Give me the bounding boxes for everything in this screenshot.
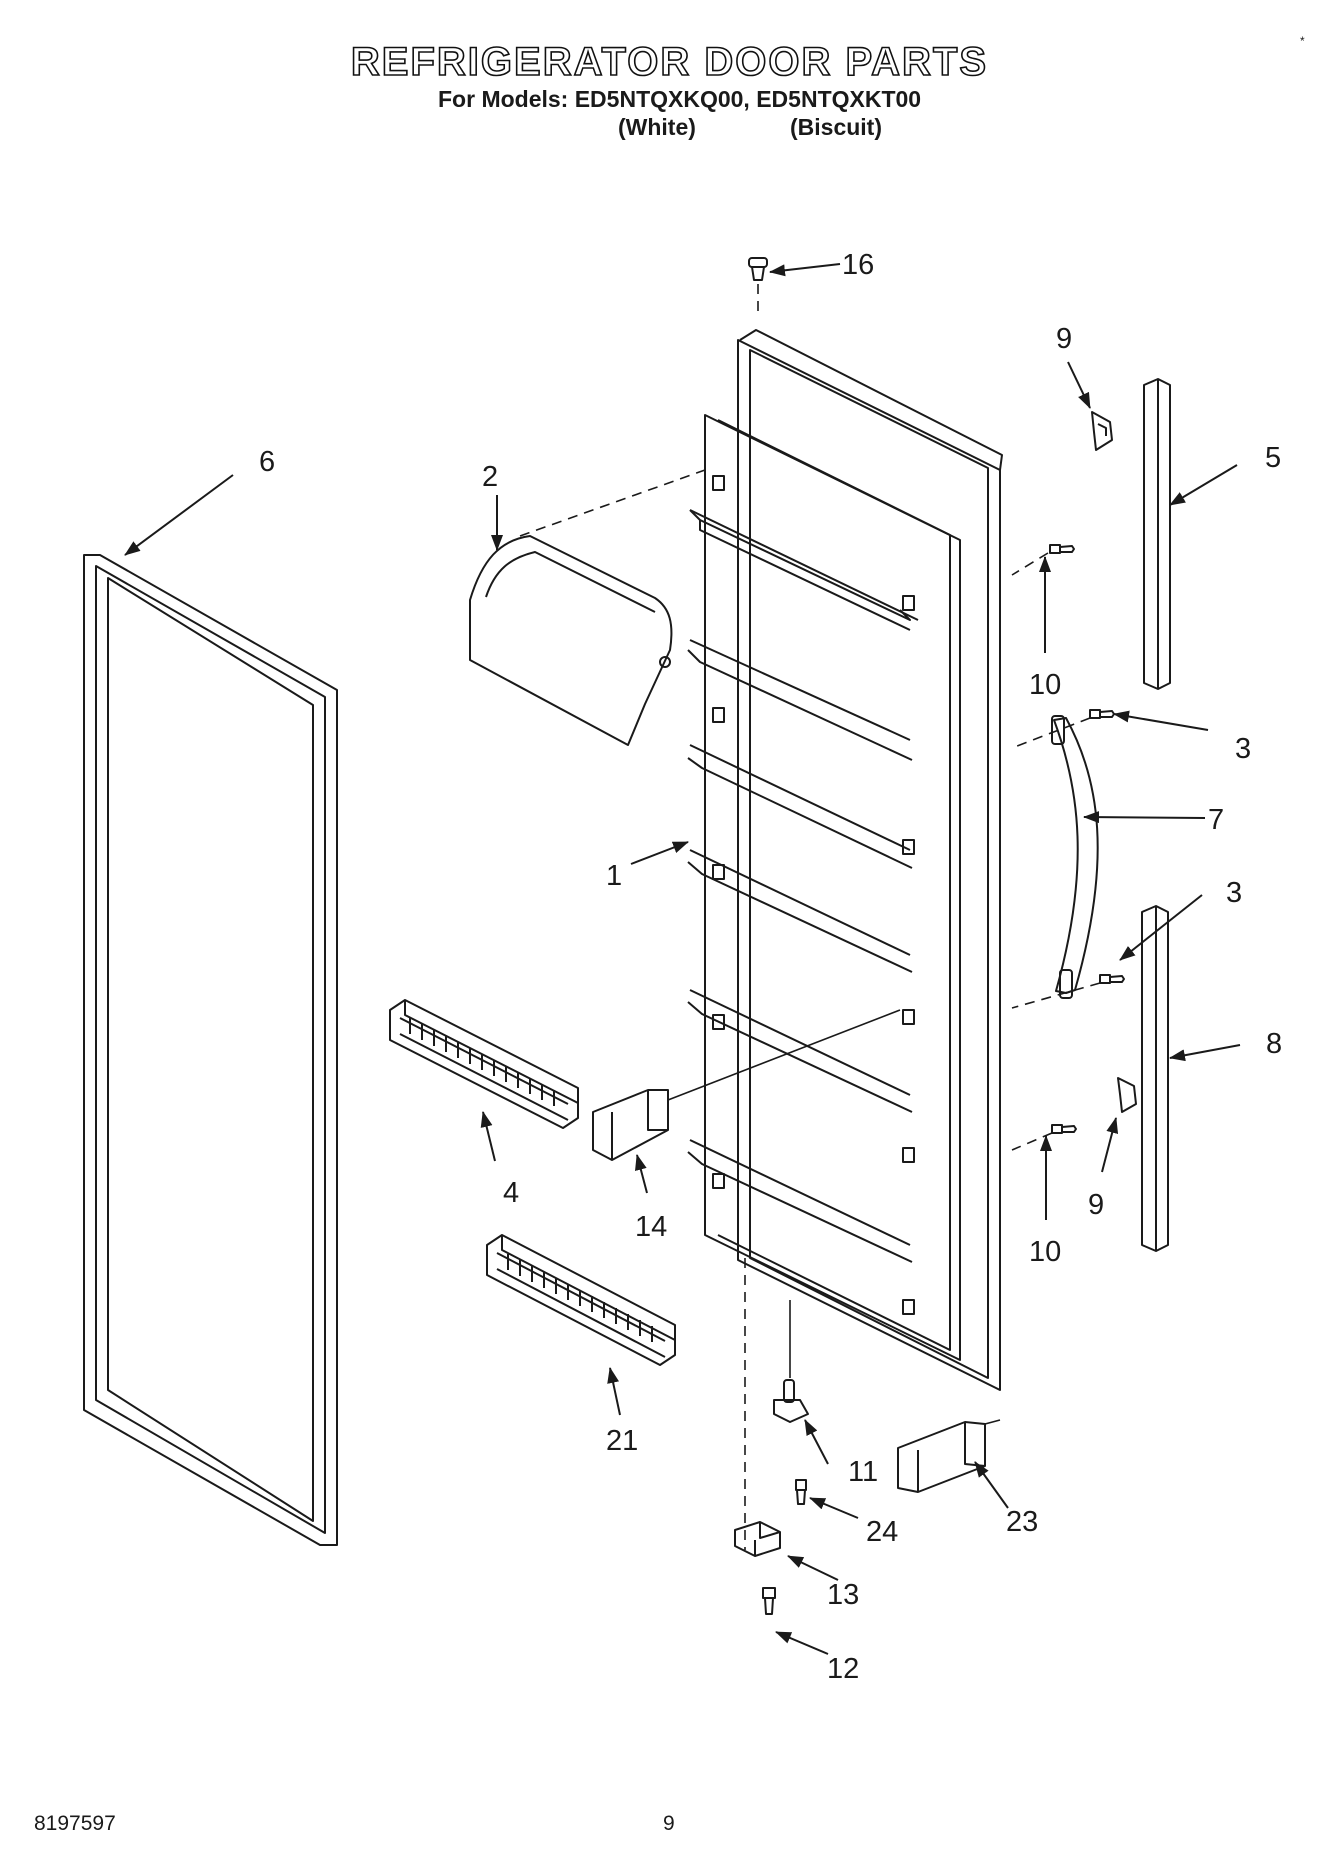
callout-clip-upper: 9 — [1056, 323, 1072, 355]
trim-strip-upper-part — [1143, 378, 1171, 690]
page-title: REFRIGERATOR DOOR PARTS — [350, 39, 989, 85]
hinge-screw-part — [795, 1479, 807, 1505]
callout-bin: 14 — [635, 1211, 667, 1243]
document-number: 8197597 — [34, 1812, 116, 1835]
guide-lines — [667, 1009, 1001, 1425]
screw-lower-part — [1051, 1124, 1077, 1134]
bottom-screw-part — [762, 1587, 776, 1615]
callout-bottom-bin: 23 — [1006, 1506, 1038, 1538]
dairy-cover-part — [469, 535, 673, 746]
callout-shelf-rail-upper: 4 — [503, 1177, 519, 1209]
shelf-rail-upper-part — [389, 999, 579, 1129]
trim-clip-lower-part — [1117, 1077, 1137, 1113]
screw-upper-part — [1049, 544, 1075, 554]
callout-screw-lower: 10 — [1029, 1236, 1061, 1268]
trim-strip-lower-part — [1141, 905, 1169, 1252]
bottom-bin-part — [897, 1421, 986, 1493]
models-line: For Models: ED5NTQXKQ00, ED5NTQXKT00 — [438, 86, 922, 112]
callout-hinge-pin: 11 — [848, 1456, 878, 1488]
hinge-bracket-part — [734, 1521, 781, 1557]
page-number: 9 — [663, 1812, 675, 1835]
callout-bottom-screw: 12 — [827, 1653, 859, 1685]
trim-clip-upper-part — [1091, 411, 1113, 451]
callout-shelf-rail-lower: 21 — [606, 1425, 638, 1457]
leader-arrows — [124, 263, 1241, 1655]
door-gasket-part — [83, 554, 338, 1546]
inner-door-liner-part — [687, 329, 1003, 1391]
hinge-pin-part — [773, 1379, 809, 1423]
callout-inner-door: 1 — [606, 860, 622, 892]
callout-hinge-bracket: 13 — [827, 1579, 859, 1611]
door-bin-part — [592, 1089, 669, 1161]
variant-white: (White) — [618, 114, 696, 140]
handle-screw-top-part — [1089, 709, 1115, 719]
corner-mark: * — [1300, 34, 1305, 48]
variant-biscuit: (Biscuit) — [790, 114, 882, 140]
shelf-rail-lower-part — [486, 1234, 676, 1366]
handle-screw-bottom-part — [1099, 974, 1125, 984]
alignment-lines — [519, 284, 1101, 1550]
callout-screw-handle-top: 3 — [1235, 733, 1251, 765]
callout-cover: 2 — [482, 461, 498, 493]
door-handle-part — [1051, 715, 1099, 999]
callout-screw-upper: 10 — [1029, 669, 1061, 701]
callout-hinge-screw: 24 — [866, 1516, 898, 1548]
callout-trim-upper: 5 — [1265, 442, 1281, 474]
callout-cap-top: 16 — [842, 249, 874, 281]
callout-handle: 7 — [1208, 804, 1224, 836]
callout-trim-lower: 8 — [1266, 1028, 1282, 1060]
callout-screw-handle-bottom: 3 — [1226, 877, 1242, 909]
door-cap-part — [748, 257, 768, 281]
callout-gasket: 6 — [259, 446, 275, 478]
callout-clip-lower: 9 — [1088, 1189, 1104, 1221]
